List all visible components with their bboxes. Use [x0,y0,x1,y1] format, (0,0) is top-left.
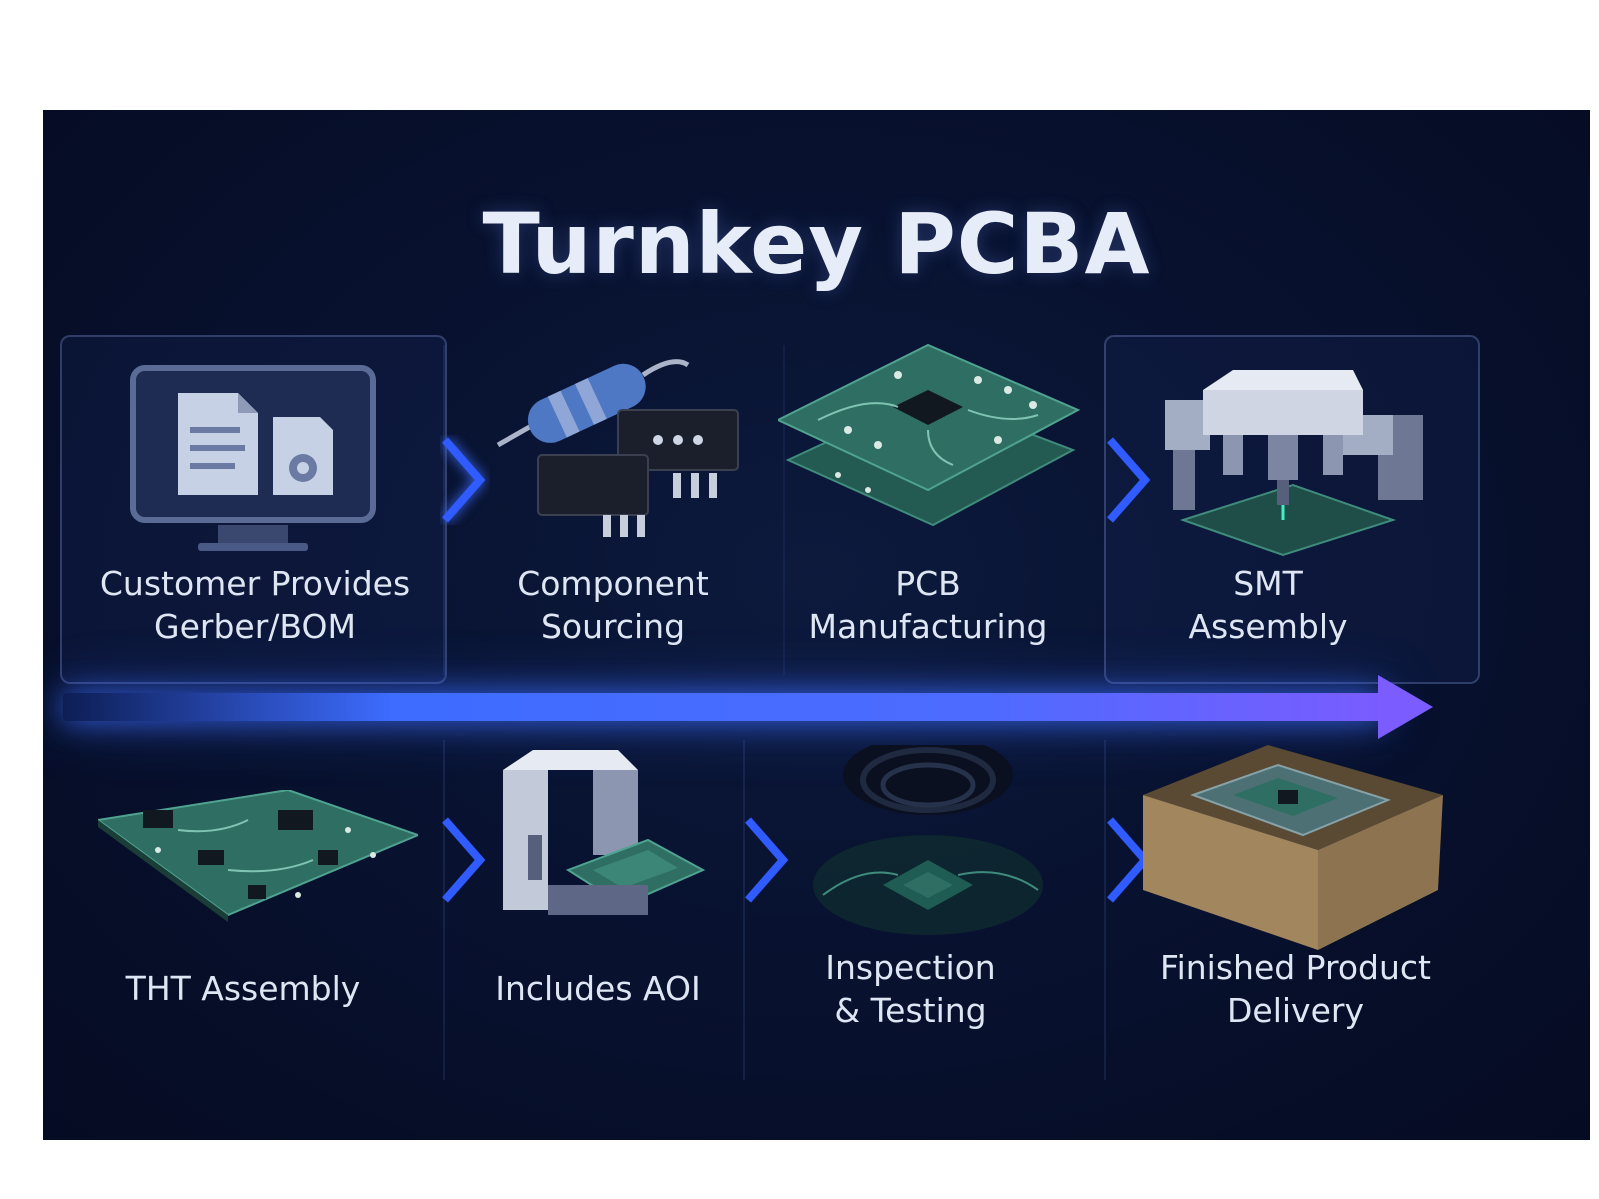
step-label-line2: Sourcing [540,607,686,646]
step-label-line2: Delivery [1227,991,1364,1030]
step-tht-assembly: THT Assembly [63,967,423,1010]
step-smt-assembly: SMT Assembly [1113,562,1423,648]
step-label-line1: THT Assembly [125,969,361,1008]
divider [1104,740,1106,1080]
pcb-board-icon [778,343,1081,527]
diagram-panel: Turnkey PCBA [43,110,1590,1140]
flow-arrow-head [1378,675,1433,739]
tht-board-icon [98,790,418,922]
step-label-line2: Gerber/BOM [154,607,356,646]
step-finished-delivery: Finished Product Delivery [1118,946,1473,1032]
step-label-line1: Finished Product [1160,948,1431,987]
components-icon [496,359,739,537]
smt-machine-icon [1165,370,1423,557]
step-pcb-manufacturing: PCB Manufacturing [778,562,1078,648]
divider [743,740,745,1080]
step-label-line2: Assembly [1188,607,1348,646]
step-customer-provides: Customer Provides Gerber/BOM [60,562,450,648]
diagram-title: Turnkey PCBA [482,195,1151,293]
step-component-sourcing: Component Sourcing [453,562,773,648]
step-label-line1: Component [517,564,709,603]
divider [443,740,445,1080]
divider [443,345,445,675]
chevron-right-icon [441,817,486,903]
divider [783,345,785,675]
step-label-line2: Manufacturing [808,607,1048,646]
step-label-line2: & Testing [834,991,987,1030]
chevron-right-icon [744,817,789,903]
step-includes-aoi: Includes AOI [453,967,743,1010]
step-label-line1: SMT [1233,564,1303,603]
step-label-line1: Includes AOI [495,969,701,1008]
chevron-right-icon [441,437,486,523]
aoi-machine-icon [503,750,706,915]
step-label-line1: Inspection [825,948,996,987]
step-label-line1: Customer Provides [99,564,411,603]
flow-arrow-line [63,693,1383,721]
chevron-right-icon [1106,437,1151,523]
package-box-icon [1143,745,1443,950]
step-label-line1: PCB [895,564,961,603]
step-inspection-testing: Inspection & Testing [773,946,1048,1032]
document-monitor-icon [130,365,376,551]
inspection-lens-icon [813,745,1043,935]
